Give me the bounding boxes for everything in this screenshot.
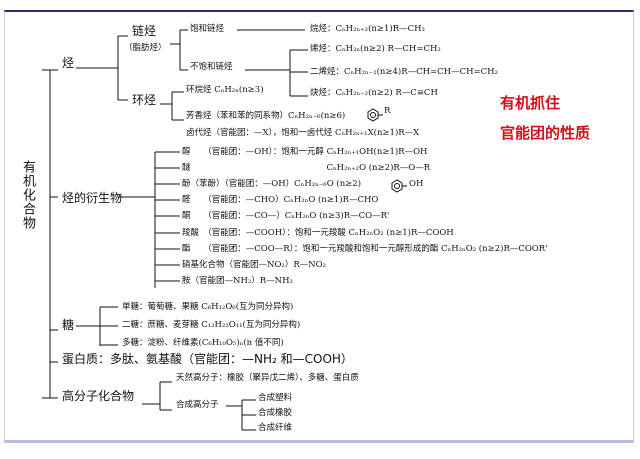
chain-label: 链烃 [132, 24, 157, 38]
derivative-item: 酚（苯酚）（官能团：—OH）CₙH₂ₙ₋₆O (n≥2) [182, 179, 362, 189]
saturated-label: 饱和链烃 [190, 24, 225, 34]
synthetic-item: 合成纤维 [258, 423, 293, 433]
highlight-line-2: 官能团的性质 [500, 124, 591, 142]
alkane: 烷烃：CₙH₂ₙ₊₂(n≥1)R—CH₃ [310, 24, 425, 34]
benzene-ring-icon [367, 108, 383, 122]
phenol-oh: OH [409, 179, 424, 189]
synthetic-polymer: 合成高分子 [176, 400, 219, 410]
derivative-label: 烃的衍生物 [62, 191, 123, 205]
alkyne: 炔烃：CₙH₂ₙ₋₂(n≥2) R—C≡CH [310, 88, 438, 98]
derivative-item: 醇 （官能团：—OH）：饱和一元醇 CₙH₂ₙ₊₁OH(n≥1)R—OH [182, 147, 428, 157]
polymer-label: 高分子化合物 [62, 389, 135, 403]
derivative-item: 醚 CₙH₂ₙ₊₂O (n≥2)R—O—R [182, 163, 431, 173]
root-label: 有机化合物 [20, 160, 35, 230]
aromatic: 芳香烃（苯和苯的同系物）CₙH₂ₙ₋₆(n≥6) [186, 111, 346, 121]
derivative-item: 醛 （官能团：—CHO）CₙH₂ₙO (n≥1)R—CHO [182, 195, 379, 205]
halide: 卤代烃（官能团：—X），饱和一卤代烃 CₙH₂ₙ₊₁X(n≥1)R—X [186, 128, 420, 138]
synthetic-item: 合成橡胶 [258, 408, 293, 418]
phenol-ring-icon [391, 179, 407, 193]
sugar-item: 多糖：淀粉、纤维素(C₆H₁₀O₅)ₙ(n 值不同) [122, 338, 284, 348]
chain-alt-label: （脂肪烃） [124, 43, 167, 53]
alkene: 烯烃：CₙH₂ₙ(n≥2) R—CH=CH₂ [310, 44, 441, 54]
hydrocarbon-label: 烃 [62, 56, 75, 70]
derivative-item: 羧酸 （官能团：—COOH）：饱和一元羧酸 CₙH₂ₙO₂ (n≥1)R—COO… [182, 228, 454, 238]
sugar-label: 糖 [62, 318, 75, 332]
synthetic-item: 合成塑料 [258, 393, 293, 403]
frame [4, 10, 634, 443]
diene: 二烯烃：CₙH₂ₙ₋₂(n≥4)R—CH=CH—CH=CH₂ [310, 67, 498, 77]
cyclic-label: 环烃 [132, 93, 157, 107]
aromatic-r: R [384, 106, 391, 116]
highlight-line-1: 有机抓住 [500, 94, 561, 112]
sugar-item: 单糖：葡萄糖、果糖 C₆H₁₂O₆(互为同分异构) [122, 302, 294, 312]
derivative-item: 酯 （官能团：—COO—R）：饱和一元羧酸和饱和一元醇形成的酯 CₙH₂ₙO₂ … [182, 244, 548, 254]
derivative-item: 酮 （官能团：—CO—）CₙH₂ₙO (n≥3)R—CO—R' [182, 211, 390, 221]
cycloalkane: 环烷烃 CₙH₂ₙ(n≥3) [186, 85, 264, 95]
protein: 蛋白质：多肽、氨基酸（官能团：—NH₂ 和—COOH） [62, 352, 353, 366]
natural-polymer: 天然高分子：橡胶（聚异戊二烯）、多糖、蛋白质 [176, 373, 359, 383]
derivative-item: 胺（官能团—NH₂）R—NH₂ [182, 276, 293, 286]
derivative-item: 硝基化合物（官能团—NO₂）R—NO₂ [182, 260, 327, 270]
sugar-item: 二糖：蔗糖、麦芽糖 C₁₂H₂₂O₁₁(互为同分异构) [122, 320, 301, 330]
unsaturated-label: 不饱和链烃 [190, 62, 233, 72]
